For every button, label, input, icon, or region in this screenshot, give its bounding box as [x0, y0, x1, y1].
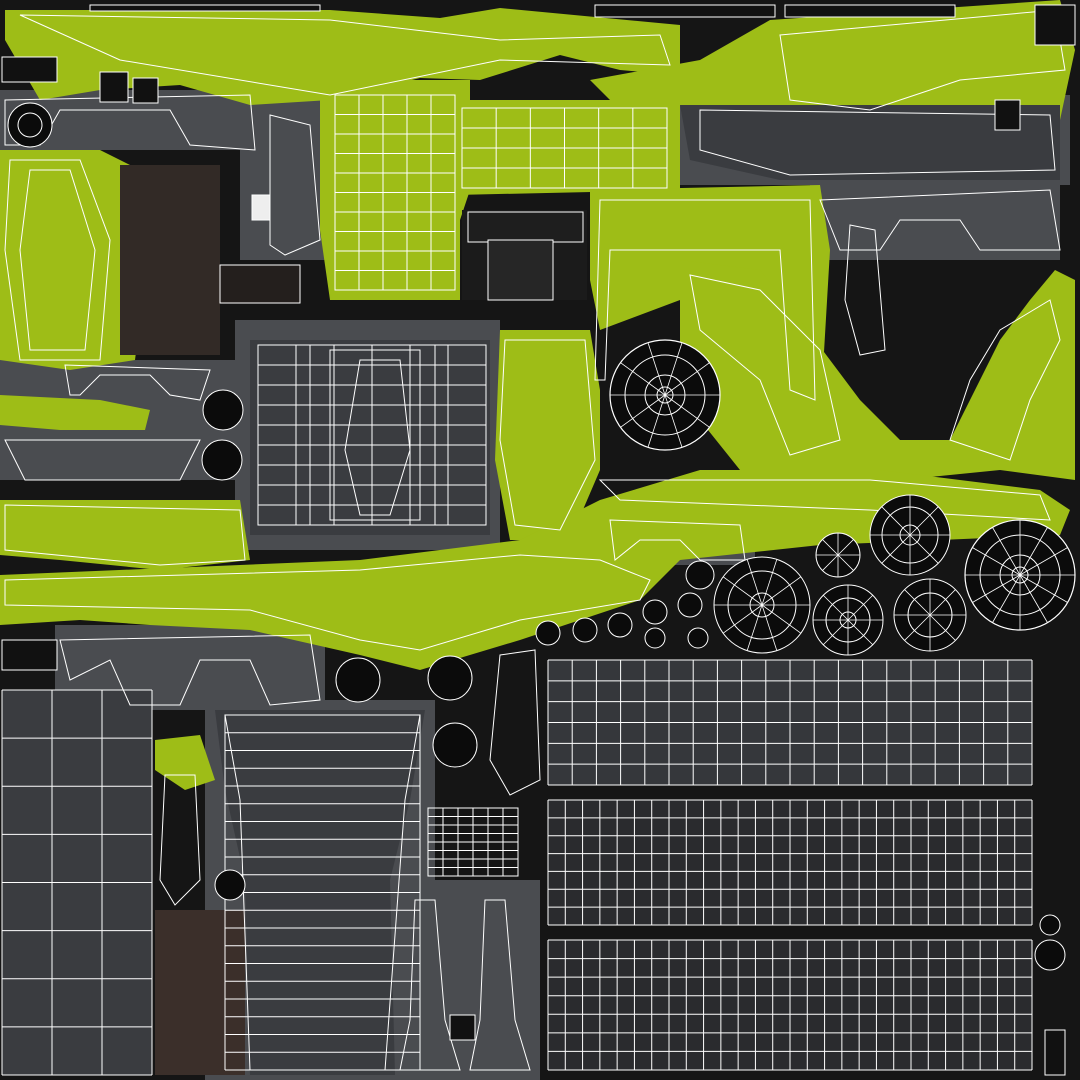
green-small-bottom [155, 735, 215, 790]
green-panel-top-left [5, 8, 680, 105]
green-wedge-left [0, 395, 150, 430]
wireframe-overlay [1, 9, 1066, 1076]
gray-body-panel [250, 340, 490, 535]
green-strip-center [320, 80, 470, 300]
green-fender-right [680, 260, 1075, 480]
green-beam-long [0, 470, 1070, 670]
green-curve-center [495, 330, 600, 540]
rust-panel [155, 910, 245, 1075]
green-panel-left-mid [0, 150, 150, 370]
detail-rects [1, 4, 1076, 1076]
dark-bar-top [680, 105, 1060, 180]
rust-panel-2 [120, 165, 220, 355]
green-beam-middle [0, 500, 250, 570]
wheel-spokes [610, 342, 1075, 655]
green-islands [0, 0, 1075, 790]
green-panel-top-right [590, 0, 1075, 130]
